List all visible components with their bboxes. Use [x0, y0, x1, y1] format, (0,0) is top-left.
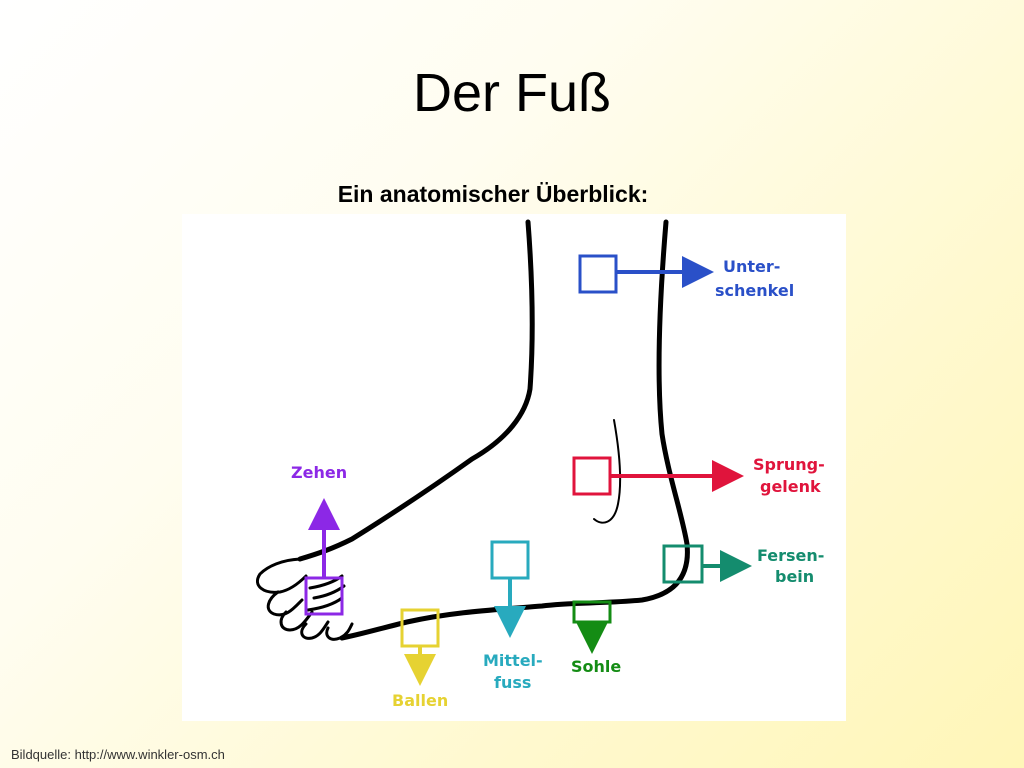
fersenbein-label-2: bein — [775, 567, 814, 586]
marker-ballen: Ballen — [392, 608, 448, 710]
mittelfuss-box — [490, 540, 530, 580]
ballen-label: Ballen — [392, 691, 448, 710]
sohle-label: Sohle — [571, 657, 621, 676]
marker-sohle: Sohle — [571, 600, 621, 676]
marker-sprunggelenk: Sprung- gelenk — [572, 455, 825, 496]
inner-ankle-line — [593, 419, 622, 524]
marker-fersenbein: Fersen- bein — [662, 544, 824, 586]
calf-heel-line — [339, 219, 690, 641]
shin-front-line — [297, 219, 535, 562]
fourth-toe — [300, 620, 330, 640]
zehen-label: Zehen — [291, 463, 347, 482]
sprunggelenk-box — [572, 456, 612, 496]
third-toe — [279, 610, 314, 632]
big-toe — [256, 557, 308, 594]
marker-unterschenkel: Unter- schenkel — [578, 254, 794, 300]
unterschenkel-label-1: Unter- — [723, 257, 780, 276]
foot-diagram-svg: Unter- schenkel Sprung- gelenk Fersen- b… — [256, 219, 825, 710]
unterschenkel-box — [578, 254, 618, 294]
mittelfuss-label-2: fuss — [494, 673, 531, 692]
foot-outline — [256, 219, 690, 641]
unterschenkel-label-2: schenkel — [715, 281, 794, 300]
sprunggelenk-label-2: gelenk — [760, 477, 821, 496]
slide-title: Der Fuß — [412, 63, 612, 123]
toe-line-3 — [306, 596, 344, 612]
second-toe — [266, 590, 304, 617]
mittelfuss-label-1: Mittel- — [483, 651, 543, 670]
slide-subtitle: Ein anatomischer Überblick: — [337, 181, 649, 207]
sprunggelenk-label-1: Sprung- — [753, 455, 825, 474]
foot-diagram: Unter- schenkel Sprung- gelenk Fersen- b… — [182, 214, 846, 721]
marker-mittelfuss: Mittel- fuss — [483, 540, 543, 692]
little-toe — [325, 622, 354, 641]
image-credit: Bildquelle: http://www.winkler-osm.ch — [11, 747, 225, 762]
fersenbein-label-1: Fersen- — [757, 546, 824, 565]
marker-zehen: Zehen — [291, 463, 347, 616]
